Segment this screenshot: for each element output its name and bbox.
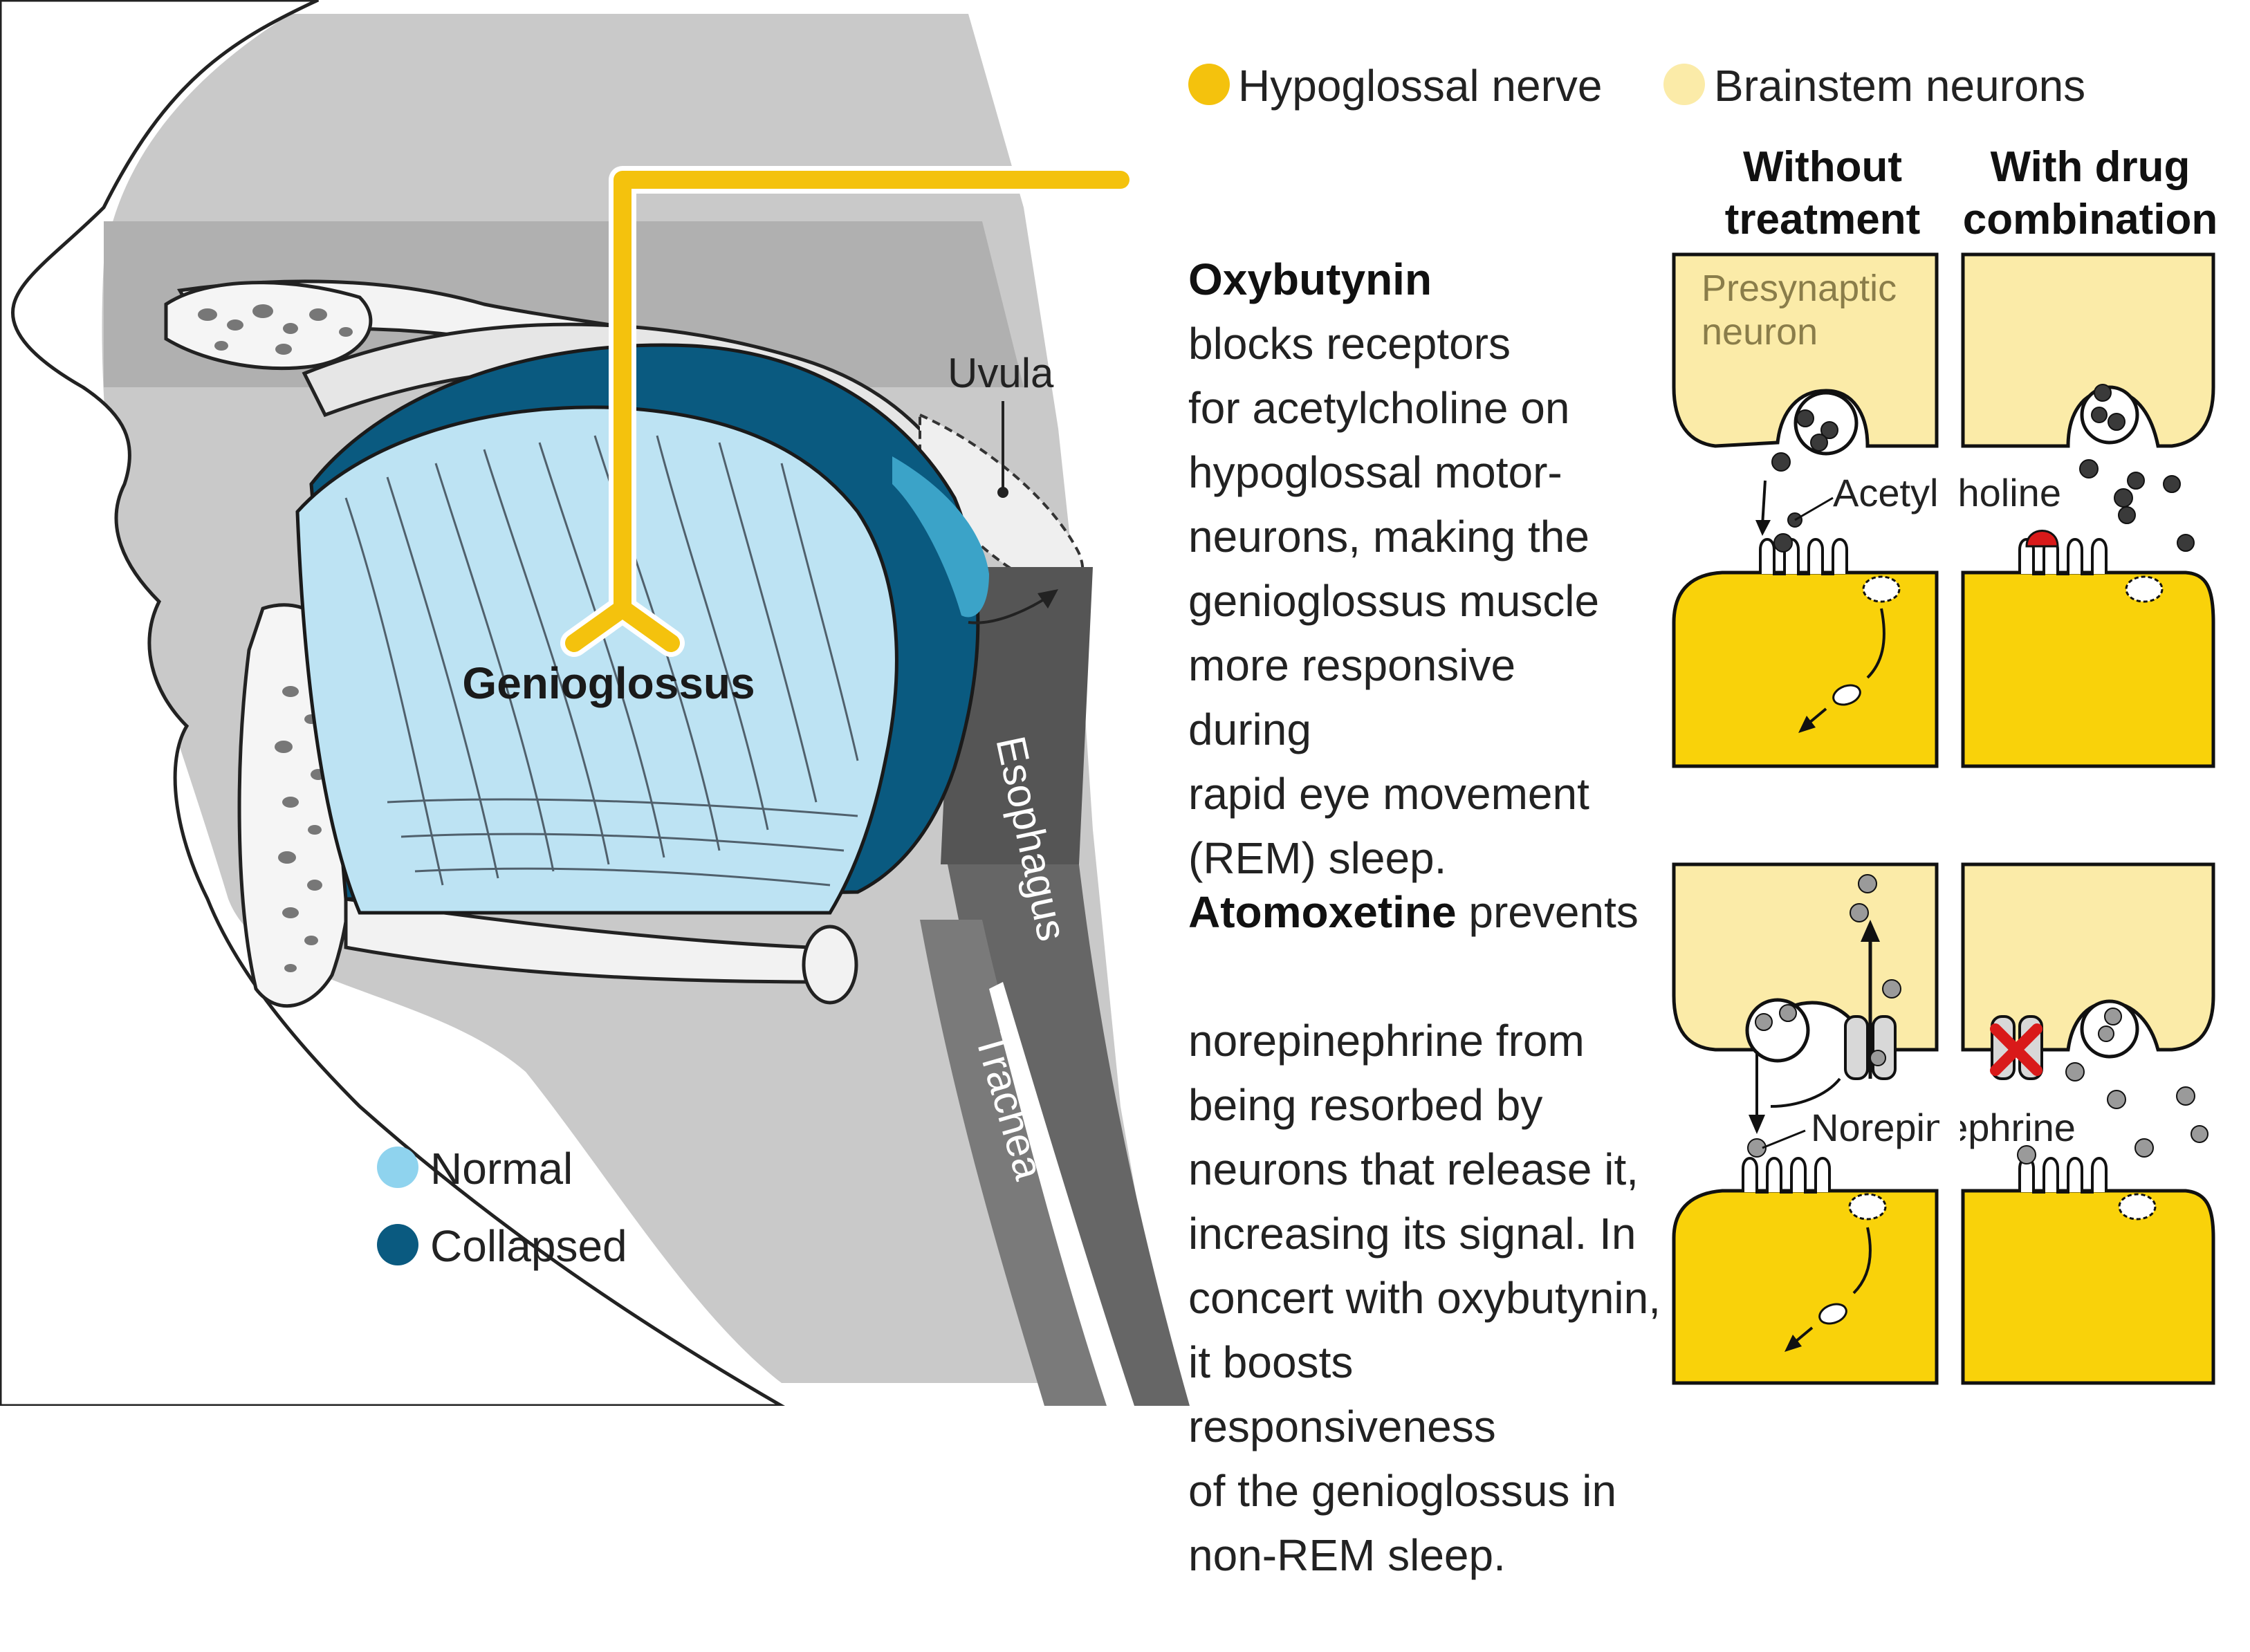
signal-arrow xyxy=(1866,608,1885,679)
receptor-blocker xyxy=(2025,530,2059,548)
tongue-normal xyxy=(295,405,898,915)
release-arrowhead-2 xyxy=(1749,1115,1765,1134)
tongue-legend: Normal Collapsed xyxy=(377,1144,627,1271)
presynaptic-neuron-left xyxy=(1672,252,1939,448)
bone-texture xyxy=(198,304,353,972)
muscle-cell-left-2 xyxy=(1672,1189,1939,1385)
receptor-right-2 xyxy=(2018,1157,2108,1194)
acetylcholine-pointer xyxy=(1794,496,1834,521)
airway-arrowhead xyxy=(1038,589,1058,609)
oxybutynin-text: blocks receptors for acetylcholine on hy… xyxy=(1188,319,1600,883)
top-legend: Hypoglossal nerve Brainstem neurons xyxy=(1188,61,2085,111)
messenger-right xyxy=(2125,575,2164,603)
head-anatomy: Genioglossus Uvula Esophagus Trachea xyxy=(0,0,1190,1406)
messenger-left xyxy=(1862,575,1901,603)
receptor-left xyxy=(1759,538,1848,575)
signal-particle xyxy=(1832,684,1861,706)
synapse-norepinephrine: Norepinephrine xyxy=(1672,862,2215,1385)
synapse-acetylcholine: Acetylcholine Presynaptic neuron xyxy=(1672,252,2215,768)
with-drug-heading-2: combination xyxy=(1963,196,2218,243)
uvula-label: Uvula xyxy=(948,350,1054,396)
atomoxetine-text-first: prevents xyxy=(1456,887,1639,937)
normal-swatch xyxy=(377,1147,418,1188)
norepinephrine-pointer xyxy=(1762,1129,1806,1149)
norepinephrine-molecules xyxy=(1747,874,2208,1164)
face-profile xyxy=(0,0,785,1406)
atomoxetine-description: Atomoxetine prevents norepinephrine from… xyxy=(1188,816,1672,1652)
genioglossus-label: Genioglossus xyxy=(462,658,755,708)
airway-gap xyxy=(989,982,1134,1406)
reuptake-arrowhead xyxy=(1861,920,1880,942)
hypoglossal-legend-label: Hypoglossal nerve xyxy=(1238,61,1603,111)
hypoglossal-nerve xyxy=(565,171,1129,652)
muscle-cell-right xyxy=(1961,570,2215,768)
with-drug-heading-1: With drug xyxy=(1991,143,2191,191)
signal-arrow-3 xyxy=(1852,1227,1872,1294)
signal-arrowhead-2 xyxy=(1798,716,1816,733)
sleep-apnea-diagram: Genioglossus Uvula Esophagus Trachea Nor… xyxy=(0,0,2218,1406)
signal-arrowhead-4 xyxy=(1785,1335,1802,1352)
oxybutynin-title: Oxybutynin xyxy=(1188,254,1432,304)
blocked-transporter xyxy=(1990,1015,2043,1080)
messenger-left-2 xyxy=(1848,1193,1887,1221)
hyoid-end xyxy=(802,925,858,1005)
without-treatment-heading-1: Without xyxy=(1743,143,1902,191)
column-headers: Without treatment With drug combination xyxy=(1725,143,2218,243)
without-treatment-heading-2: treatment xyxy=(1725,196,1921,243)
brainstem-legend-label: Brainstem neurons xyxy=(1714,61,2085,111)
presynaptic-label-1: Presynaptic xyxy=(1702,268,1897,309)
collapsed-swatch xyxy=(377,1224,418,1265)
normal-label: Normal xyxy=(430,1144,573,1194)
presynaptic-neuron-right xyxy=(1961,252,2215,448)
brainstem-swatch xyxy=(1663,64,1705,105)
release-arrowhead xyxy=(1755,520,1771,536)
signal-particle-2 xyxy=(1818,1303,1847,1325)
release-arrow xyxy=(1761,480,1767,526)
presynaptic-neuron-right-2 xyxy=(1961,862,2215,1052)
collapsed-label: Collapsed xyxy=(430,1221,627,1271)
atomoxetine-text: norepinephrine from being resorbed by ne… xyxy=(1188,1016,1661,1580)
hypoglossal-swatch xyxy=(1188,64,1230,105)
oxybutynin-description: Oxybutynin blocks receptors for acetylch… xyxy=(1188,183,1638,955)
presynaptic-label-2: neuron xyxy=(1702,311,1818,353)
uvula-pointer-dot xyxy=(997,487,1008,498)
reuptake-curve xyxy=(1770,1077,1841,1108)
tongue-normal-tip xyxy=(892,456,989,618)
atomoxetine-title: Atomoxetine xyxy=(1188,887,1457,937)
messenger-right-2 xyxy=(2118,1193,2157,1221)
muscle-cell-left xyxy=(1672,570,1939,768)
receptor-left-2 xyxy=(1742,1157,1831,1194)
muscle-cell-right-2 xyxy=(1961,1189,2215,1385)
